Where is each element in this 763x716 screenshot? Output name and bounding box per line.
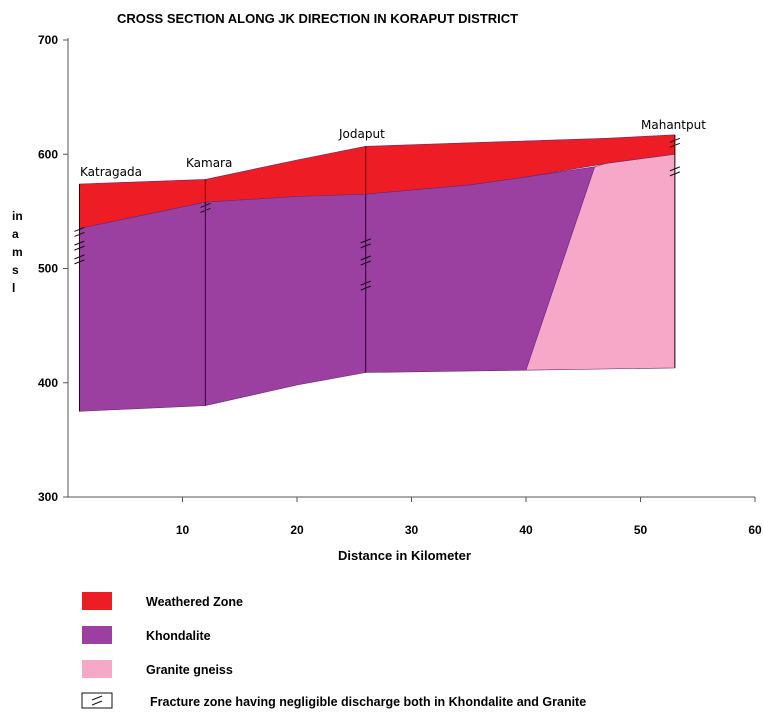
- fracture-mark: [360, 238, 371, 249]
- fracture-mark: [360, 280, 371, 291]
- legend-label: Fracture zone having negligible discharg…: [150, 695, 586, 709]
- legend-item: Khondalite: [82, 626, 211, 644]
- fracture-mark: [360, 255, 371, 266]
- legend-label: Weathered Zone: [146, 595, 243, 609]
- legend-swatch: [81, 692, 113, 709]
- x-tick-label: 40: [519, 523, 533, 537]
- legend-swatch: [82, 626, 112, 644]
- x-tick-label: 60: [748, 523, 762, 537]
- legend-item: Granite gneiss: [82, 660, 233, 678]
- legend-label: Khondalite: [146, 629, 211, 643]
- legend-item: Fracture zone having negligible discharg…: [81, 692, 586, 709]
- layer-group: [79, 134, 676, 412]
- fracture-mark: [74, 226, 85, 237]
- y-tick-label: 700: [38, 33, 58, 47]
- y-axis-title-part: l: [12, 281, 15, 295]
- location-label: Kamara: [186, 156, 232, 170]
- x-tick-label: 30: [405, 523, 419, 537]
- y-axis-title-part: m: [12, 245, 23, 259]
- legend-swatch: [82, 592, 112, 610]
- x-tick-label: 10: [176, 523, 190, 537]
- location-labels: Katragada Kamara Jodaput Mahantput: [80, 118, 706, 179]
- fracture-mark: [74, 240, 85, 251]
- fracture-mark: [669, 137, 681, 148]
- y-tick-label: 400: [38, 376, 58, 390]
- y-tick-label: 300: [38, 490, 58, 504]
- legend-label: Granite gneiss: [146, 663, 233, 677]
- legend-item: Weathered Zone: [82, 592, 243, 610]
- y-axis-title-part: s: [12, 263, 19, 277]
- x-axis-title: Distance in Kilometer: [338, 548, 471, 563]
- x-tick-label: 20: [290, 523, 304, 537]
- fracture-group: [74, 137, 681, 291]
- legend-fracture-symbol: [91, 695, 103, 706]
- y-tick-label: 600: [38, 147, 58, 161]
- y-axis-title-part: in: [12, 209, 23, 223]
- location-label: Katragada: [80, 165, 142, 179]
- fracture-mark: [74, 254, 85, 265]
- location-label: Mahantput: [641, 118, 706, 132]
- fracture-mark: [200, 202, 211, 213]
- legend-swatch: [82, 660, 112, 678]
- location-label: Jodaput: [338, 127, 385, 141]
- y-axis-title-part: a: [12, 227, 19, 241]
- x-tick-label: 50: [634, 523, 648, 537]
- y-tick-label: 500: [38, 262, 58, 276]
- fracture-mark: [669, 166, 681, 177]
- axes: 300 400 500 600 700 10 20 30 40 50 60: [38, 33, 762, 537]
- chart-title: CROSS SECTION ALONG JK DIRECTION IN KORA…: [117, 11, 518, 26]
